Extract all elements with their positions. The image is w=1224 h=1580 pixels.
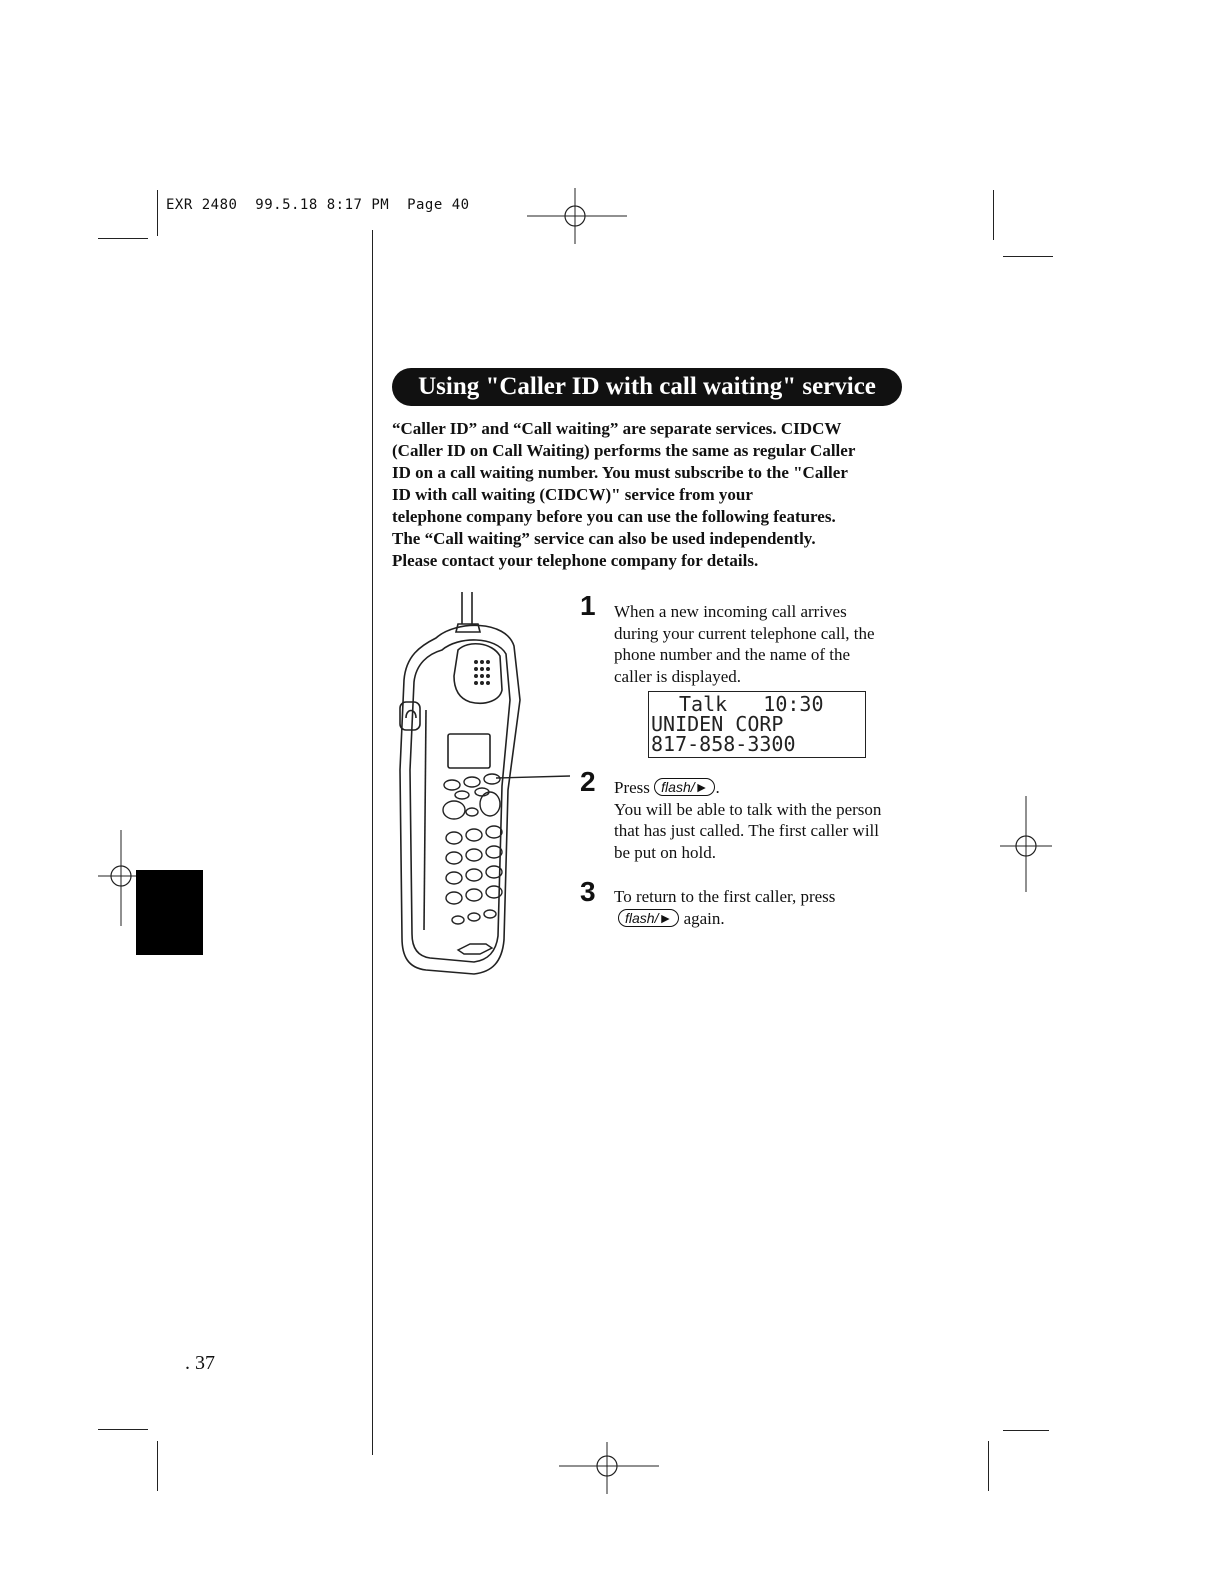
step-number: 2 [580,766,596,797]
lcd-display: Talk 10:30 UNIDEN CORP 817-858-3300 [648,691,866,758]
intro-line: telephone company before you can use the… [392,507,836,526]
step-line: When a new incoming call arrives [614,602,847,621]
crop-mark [98,1429,148,1430]
step-number: 1 [580,590,596,621]
step-suffix: again. [683,908,725,928]
crop-mark [157,190,158,236]
step-line: caller is displayed. [614,666,741,686]
lcd-line-1: Talk 10:30 [679,692,824,716]
page-number: . 37 [185,1352,215,1374]
step-line: Press flash/►. [614,777,934,799]
intro-line: ID on a call waiting number. You must su… [392,463,848,482]
column-rule [372,230,373,1455]
crop-mark [988,1441,989,1491]
intro-paragraph: “Caller ID” and “Call waiting” are separ… [392,418,937,572]
crop-mark [1003,1430,1049,1431]
step-suffix: . [715,778,720,797]
crop-mark [993,190,994,240]
flash-key-icon: flash/► [654,778,716,796]
step-2-text: Press flash/►. You will be able to talk … [614,777,934,863]
crop-mark [98,238,148,239]
crop-mark [1003,256,1053,257]
step-line: To return to the first caller, press [614,887,836,906]
step-3-text: To return to the first caller, press fla… [614,886,934,929]
crosshair-registration-icon [527,188,627,244]
intro-line: “Caller ID” and “Call waiting” are separ… [392,419,842,438]
step-number: 3 [580,876,596,907]
crosshair-registration-icon [98,830,158,926]
cordless-phone-illustration [399,592,571,975]
print-slug: EXR 2480 99.5.18 8:17 PM Page 40 [166,197,470,213]
intro-line: ID with call waiting (CIDCW)" service fr… [392,485,753,504]
intro-line: Please contact your telephone company fo… [392,551,759,570]
step-line: during your current telephone call, the [614,623,875,643]
lcd-line-3: 817-858-3300 [651,732,796,756]
intro-line: (Caller ID on Call Waiting) performs the… [392,441,856,460]
crop-mark [157,1441,158,1491]
step-line: that has just called. The first caller w… [614,821,879,840]
flash-key-icon: flash/► [618,908,680,927]
lcd-line-2: UNIDEN CORP [651,712,784,736]
step-line: flash/► again. [614,908,934,930]
crosshair-registration-icon [1000,796,1052,892]
step-line: phone number and the name of the [614,645,851,664]
step-line: You will be able to talk with the person [614,799,882,819]
black-thumb-tab [136,870,203,955]
step-prefix: Press [614,778,650,797]
crosshair-registration-icon [559,1442,659,1494]
section-title: Using "Caller ID with call waiting" serv… [392,368,902,406]
step-1-text: When a new incoming call arrives during … [614,601,934,687]
step-line: be put on hold. [614,842,716,862]
intro-line: The “Call waiting” service can also be u… [392,529,816,548]
